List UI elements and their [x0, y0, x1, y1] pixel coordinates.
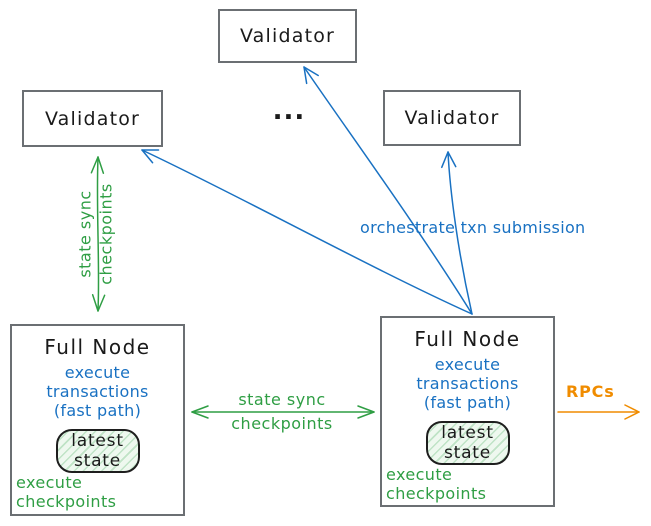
fast-path-line: (fast path)	[423, 393, 512, 412]
validator-box-left: Validator	[22, 90, 163, 147]
execute-checkpoints-label: execute checkpoints	[16, 473, 117, 511]
full-node-box-right: Full Node execute transactions (fast pat…	[380, 316, 555, 507]
execute-checkpoints-label: execute checkpoints	[386, 465, 487, 503]
full-node-box-left: Full Node execute transactions (fast pat…	[10, 324, 185, 516]
latest-state-line1: latest	[71, 431, 124, 451]
latest-state-box: latest state	[55, 429, 140, 473]
latest-state-line1: latest	[441, 423, 494, 443]
execute-transactions-line1: execute transactions	[416, 355, 519, 393]
execute-transactions-line1: execute transactions	[46, 363, 149, 401]
edge-orchestrate-to-left-validator	[141, 149, 473, 315]
validators-ellipsis: ...	[272, 96, 306, 126]
rpcs-label: RPCs	[566, 382, 615, 401]
latest-state-box: latest state	[425, 421, 510, 465]
validator-label: Validator	[239, 25, 336, 47]
state-sync-label: state sync	[238, 390, 326, 409]
fast-path-line: (fast path)	[53, 401, 142, 420]
edge-orchestrate-to-middle-validator	[303, 66, 473, 315]
latest-state-line2: state	[443, 443, 492, 463]
validator-label: Validator	[44, 107, 141, 130]
full-node-title: Full Node	[414, 327, 521, 351]
validator-label: Validator	[404, 107, 500, 129]
full-node-title: Full Node	[44, 335, 151, 359]
latest-state-line2: state	[73, 451, 122, 471]
validator-box-right: Validator	[383, 90, 521, 146]
orchestrate-txn-submission-label: orchestrate txn submission	[360, 218, 586, 237]
checkpoints-label: checkpoints	[231, 414, 333, 433]
validator-box-top: Validator	[218, 9, 357, 63]
edge-validator-fullnode-state-sync	[90, 156, 106, 312]
edge-orchestrate-to-right-validator	[441, 151, 473, 315]
execute-transactions-label: execute transactions (fast path)	[16, 363, 179, 420]
execute-transactions-label: execute transactions (fast path)	[386, 355, 549, 412]
